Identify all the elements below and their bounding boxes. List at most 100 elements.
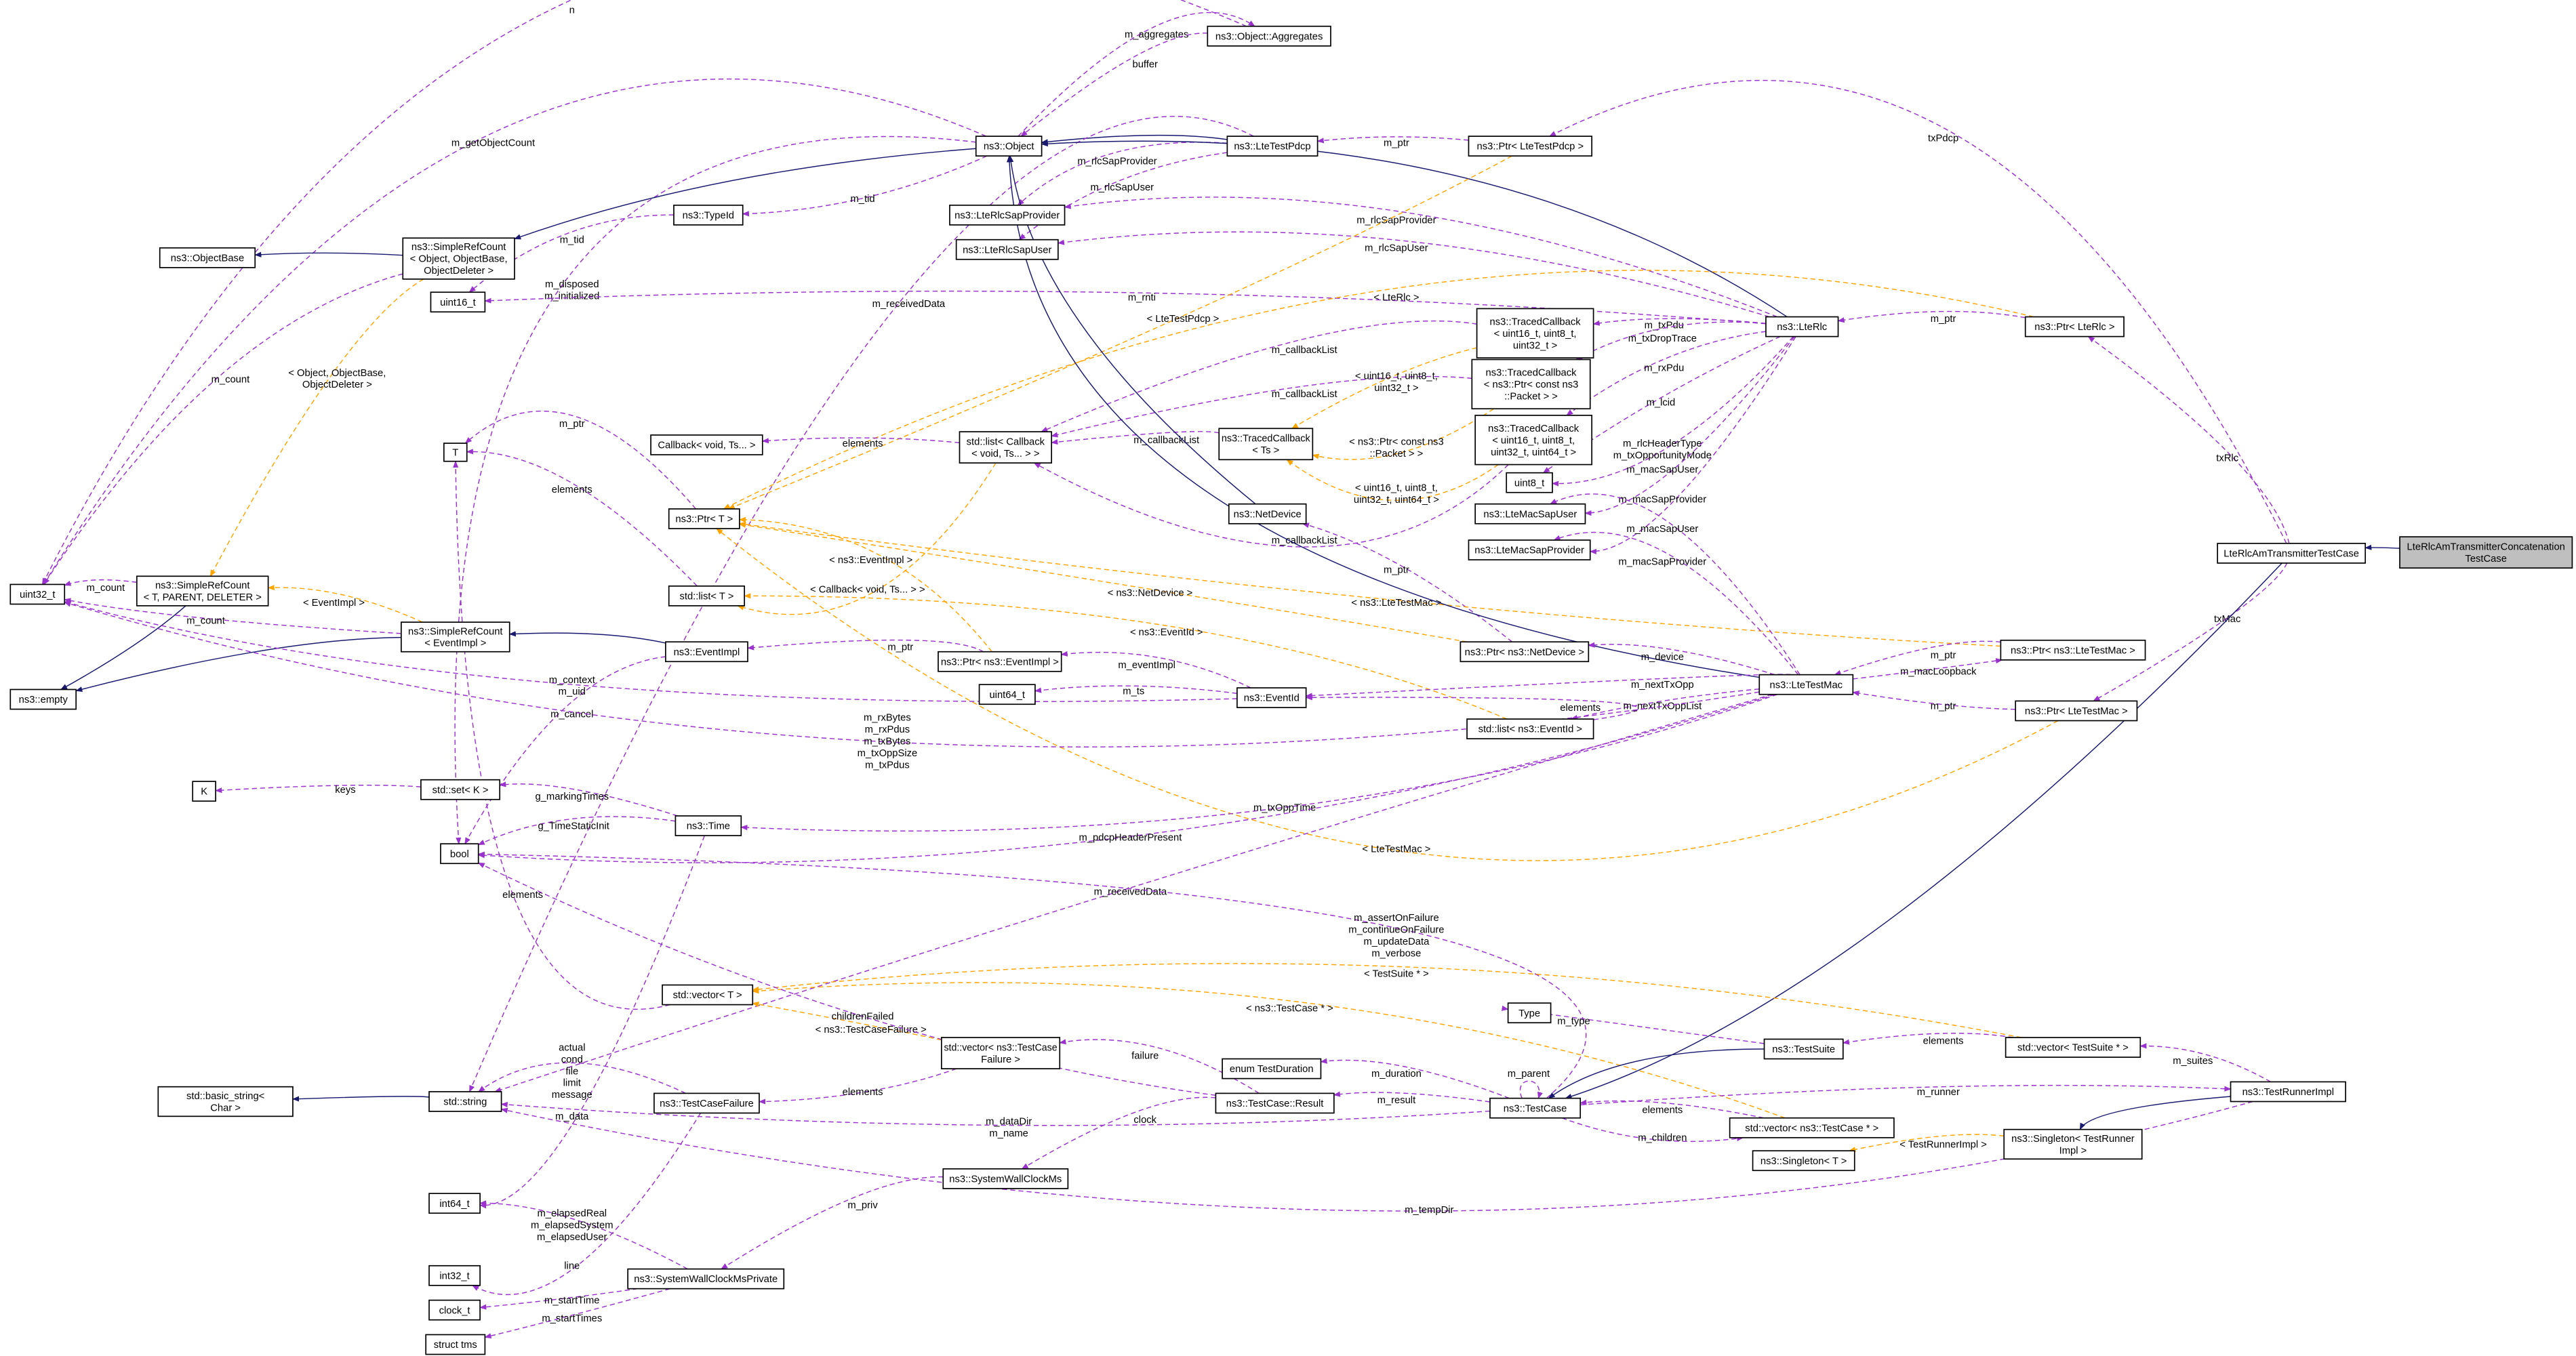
node-rlcsapuser[interactable]: ns3::LteRlcSapUser (955, 239, 1059, 260)
node-testcase[interactable]: ns3::TestCase (1489, 1097, 1582, 1119)
node-tms[interactable]: struct tms (425, 1334, 486, 1355)
node-testrunner[interactable]: ns3::TestRunnerImpl (2230, 1081, 2346, 1103)
edge-label: m_ptr (1931, 314, 1956, 325)
node-empty[interactable]: ns3::empty (9, 689, 77, 710)
node-K[interactable]: K (192, 781, 216, 802)
edge-label: m_txOpportunityMode (1613, 450, 1712, 461)
node-label: ns3::Ptr< ns3::NetDevice > (1465, 647, 1584, 658)
node-box (159, 247, 256, 268)
edge-testcase-to-testrunner: m_runner (1580, 1084, 2232, 1106)
node-callback[interactable]: Callback< void, Ts... > (650, 434, 763, 455)
node-vecfailure[interactable]: std::vector< ns3::TestCaseFailure > (941, 1037, 1061, 1069)
node-uint64[interactable]: uint64_t (978, 684, 1036, 705)
edge-label: elements (552, 485, 592, 495)
node-eventid[interactable]: ns3::EventId (1236, 687, 1307, 708)
node-box (941, 1037, 1061, 1069)
node-clock[interactable]: clock_t (428, 1299, 481, 1321)
node-type[interactable]: Type (1507, 1002, 1552, 1024)
node-ltetestmac[interactable]: ns3::LteTestMac (1758, 674, 1854, 695)
edge-label: m_parent (1508, 1069, 1550, 1080)
edge-label: m_tid (851, 194, 875, 205)
node-box (2005, 1037, 2141, 1058)
node-macsapprovider[interactable]: ns3::LteMacSapProvider (1468, 539, 1591, 560)
node-box (1474, 415, 1593, 466)
template-arrow (752, 963, 2022, 1038)
node-listcallback[interactable]: std::list< Callback< void, Ts... > > (959, 431, 1053, 464)
node-typeid[interactable]: ns3::TypeId (673, 204, 744, 226)
node-box (938, 651, 1062, 672)
node-int64[interactable]: int64_t (428, 1193, 481, 1214)
node-tc3[interactable]: ns3::TracedCallback< uint16_t, uint8_t,u… (1474, 415, 1593, 466)
node-box (1466, 718, 1594, 739)
node-uint32[interactable]: uint32_t (9, 583, 66, 605)
node-ptrT[interactable]: ns3::Ptr< T > (668, 508, 740, 529)
edge-label: m_device (1641, 652, 1684, 663)
node-label: std::set< K > (432, 785, 489, 796)
node-veccase[interactable]: std::vector< ns3::TestCase * > (1729, 1117, 1895, 1138)
node-syswallpriv[interactable]: ns3::SystemWallClockMsPrivate (627, 1268, 785, 1290)
node-testsuite[interactable]: ns3::TestSuite (1763, 1038, 1844, 1060)
node-tc2[interactable]: ns3::TracedCallback< ns3::Ptr< const ns3… (1471, 358, 1591, 410)
usage-arrow (1588, 642, 1775, 676)
node-simplerefobj[interactable]: ns3::SimpleRefCount< Object, ObjectBase,… (402, 237, 515, 280)
node-listT[interactable]: std::list< T > (668, 585, 745, 607)
node-ptreventimpl[interactable]: ns3::Ptr< ns3::EventImpl > (938, 651, 1062, 672)
node-box (420, 779, 501, 800)
node-singletontr[interactable]: ns3::Singleton< TestRunnerImpl > (2003, 1128, 2143, 1160)
usage-arrow (479, 835, 705, 1209)
node-box (400, 621, 510, 653)
node-result[interactable]: ns3::TestCase::Result (1215, 1092, 1335, 1114)
node-vecsuite[interactable]: std::vector< TestSuite * > (2005, 1037, 2141, 1058)
node-setK[interactable]: std::set< K > (420, 779, 501, 800)
node-ptrltetestpdcp[interactable]: ns3::Ptr< LteTestPdcp > (1468, 136, 1593, 157)
node-ptrltetestmac[interactable]: ns3::Ptr< LteTestMac > (2015, 700, 2138, 722)
node-ptrltetestmacns[interactable]: ns3::Ptr< ns3::LteTestMac > (2000, 639, 2146, 661)
node-object[interactable]: ns3::Object (975, 136, 1043, 157)
node-ptrlterlc[interactable]: ns3::Ptr< LteRlc > (2024, 316, 2125, 337)
node-eventimpl[interactable]: ns3::EventImpl (665, 641, 748, 663)
node-syswall[interactable]: ns3::SystemWallClockMs (942, 1168, 1069, 1189)
node-testcasefailure[interactable]: ns3::TestCaseFailure (653, 1092, 760, 1114)
node-macsapuser[interactable]: ns3::LteMacSapUser (1474, 503, 1586, 525)
node-time[interactable]: ns3::Time (675, 815, 742, 836)
node-tc1[interactable]: ns3::TracedCallback< uint16_t, uint8_t,u… (1476, 308, 1594, 358)
node-netdevice[interactable]: ns3::NetDevice (1228, 503, 1307, 525)
node-tcts[interactable]: ns3::TracedCallback< Ts > (1218, 428, 1314, 461)
node-objectbase[interactable]: ns3::ObjectBase (159, 247, 256, 268)
node-int32[interactable]: int32_t (428, 1265, 481, 1286)
edge-label: g_TimeStaticInit (538, 821, 609, 831)
node-rlcsapprovider[interactable]: ns3::LteRlcSapProvider (949, 204, 1066, 226)
edge-object-to-simplerefobj (514, 148, 976, 240)
node-uint8[interactable]: uint8_t (1506, 472, 1553, 493)
node-box (627, 1268, 785, 1290)
node-simplereftpd[interactable]: ns3::SimpleRefCount< T, PARENT, DELETER … (136, 575, 269, 607)
node-T[interactable]: T (443, 443, 468, 462)
node-box (425, 1334, 486, 1355)
node-duration[interactable]: enum TestDuration (1222, 1058, 1322, 1080)
template-arrow (752, 1002, 942, 1041)
usage-arrow (1592, 318, 1767, 326)
node-testcaseam[interactable]: LteRlcAmTransmitterTestCase (2217, 543, 2367, 564)
node-simplerefei[interactable]: ns3::SimpleRefCount< EventImpl > (400, 621, 510, 653)
node-singletonT[interactable]: ns3::Singleton< T > (1752, 1150, 1855, 1172)
node-string[interactable]: std::string (428, 1091, 502, 1112)
edge-label: ::Packet > > (1369, 449, 1423, 459)
node-uint16[interactable]: uint16_t (430, 291, 486, 313)
node-ltetestpdcp[interactable]: ns3::LteTestPdcp (1226, 136, 1319, 157)
edge-label: m_count (212, 374, 250, 385)
node-listeventid[interactable]: std::list< ns3::EventId > (1466, 718, 1594, 739)
node-lterlc[interactable]: ns3::LteRlc (1765, 316, 1839, 337)
node-vectorT[interactable]: std::vector< T > (662, 984, 754, 1006)
node-label: uint32_t (20, 590, 56, 600)
node-basicstring[interactable]: std::basic_string<Char > (157, 1086, 294, 1117)
edge-listeventid-to-eventid: elements (1305, 695, 1638, 720)
node-bool[interactable]: bool (440, 843, 479, 865)
usage-arrow (1305, 674, 1792, 699)
node-label: < uint16_t, uint8_t, (1494, 329, 1577, 340)
edge-label: m_tid (560, 235, 584, 246)
node-aggregates[interactable]: ns3::Object::Aggregates (1207, 25, 1331, 47)
usage-arrow (64, 598, 401, 634)
node-ptrnetdevice[interactable]: ns3::Ptr< ns3::NetDevice > (1460, 641, 1590, 663)
